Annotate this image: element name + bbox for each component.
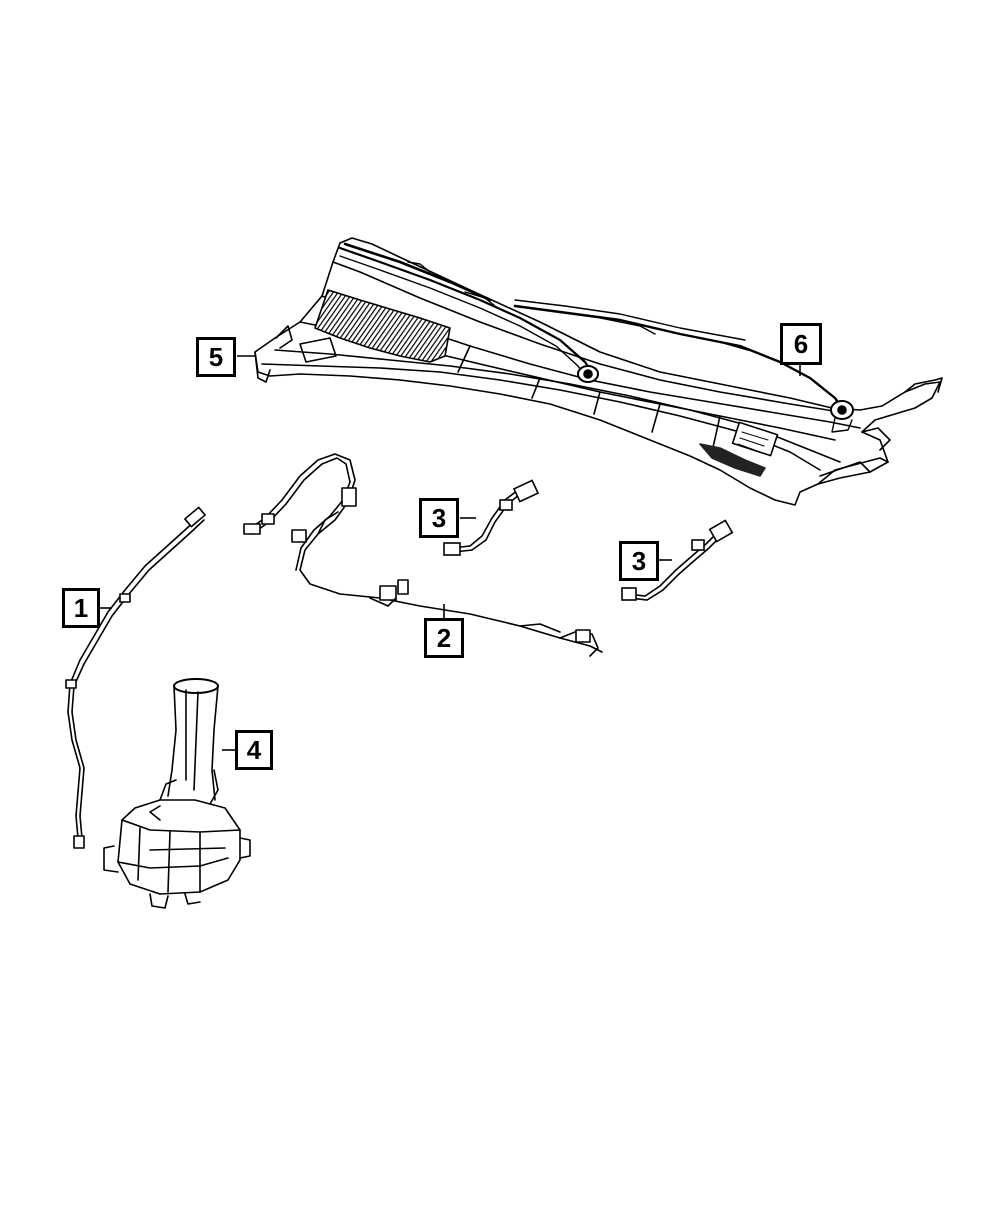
callout-3a: 3: [419, 498, 459, 538]
cowl-panel-assembly: [254, 237, 943, 506]
callout-4: 4: [235, 730, 273, 770]
callout-5: 5: [196, 337, 236, 377]
callout-3b: 3: [619, 541, 659, 581]
wiring-harness-part-2: [243, 453, 603, 657]
washer-hose-part-1: [65, 506, 206, 849]
callout-1: 1: [62, 588, 100, 628]
callout-2: 2: [424, 618, 464, 658]
hose-connector-part-3b: [621, 519, 734, 601]
washer-reservoir-part-4: [103, 678, 251, 909]
callout-6: 6: [780, 323, 822, 365]
hose-connector-part-3a: [443, 479, 540, 556]
